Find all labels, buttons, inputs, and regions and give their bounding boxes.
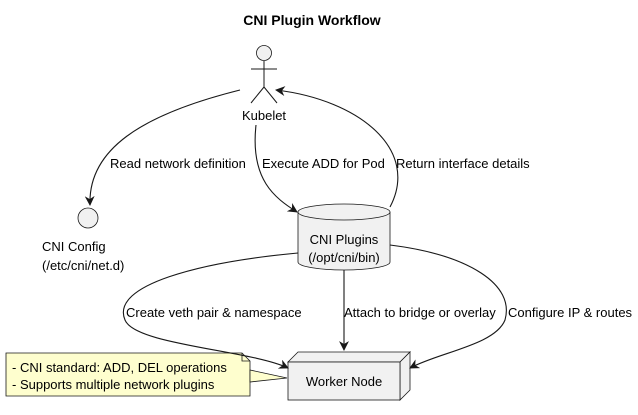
edge-label-return-interface: Return interface details: [396, 156, 530, 171]
worker-node: Worker Node: [287, 351, 411, 401]
edge-execute-add: [254, 124, 298, 213]
node-box-icon: [287, 351, 411, 401]
diagram-title: CNI Plugin Workflow: [243, 12, 381, 28]
kubelet-actor: Kubelet: [242, 45, 286, 123]
cni-plugins-node: CNI Plugins (/opt/cni/bin): [297, 203, 391, 271]
edge-label-create-veth: Create veth pair & namespace: [126, 305, 302, 320]
interface-circle-icon: [77, 207, 99, 229]
edge-label-execute-add: Execute ADD for Pod: [262, 156, 385, 171]
edge-return-interface: [275, 86, 399, 208]
cni-config-node: CNI Config (/etc/cni/net.d): [42, 207, 124, 273]
edge-read-network-definition: [84, 89, 241, 206]
cni-plugins-path: (/opt/cni/bin): [308, 250, 380, 265]
edge-configure-ip: [389, 244, 507, 369]
edge-label-attach-bridge: Attach to bridge or overlay: [344, 305, 496, 320]
cni-plugins-label: CNI Plugins: [310, 232, 379, 247]
kubelet-label: Kubelet: [242, 108, 286, 123]
worker-node-label: Worker Node: [306, 374, 382, 389]
note: - CNI standard: ADD, DEL operations - Su…: [5, 352, 288, 397]
cni-config-path: (/etc/cni/net.d): [42, 258, 124, 273]
cni-config-label: CNI Config: [42, 239, 106, 254]
edge-label-read-network-definition: Read network definition: [110, 156, 246, 171]
database-icon: [297, 203, 391, 271]
note-line-1: - CNI standard: ADD, DEL operations: [12, 360, 227, 375]
actor-icon: [250, 45, 278, 104]
edge-label-configure-ip: Configure IP & routes: [508, 305, 633, 320]
edge-create-veth: [122, 252, 299, 369]
note-line-2: - Supports multiple network plugins: [12, 377, 215, 392]
